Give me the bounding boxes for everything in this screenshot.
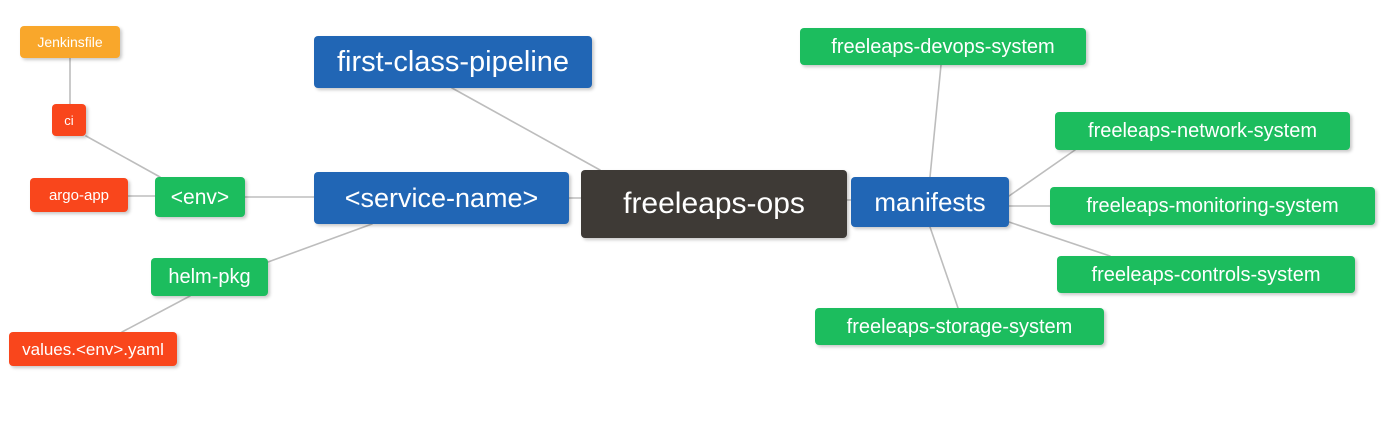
mindmap-node-freeleaps-ops[interactable]: freeleaps-ops: [581, 170, 847, 238]
mindmap-node-label-freeleaps-ops: freeleaps-ops: [623, 187, 805, 220]
mindmap-node-jenkinsfile[interactable]: Jenkinsfile: [20, 26, 120, 58]
mindmap-node-label-first-class-pipeline: first-class-pipeline: [336, 45, 570, 78]
edge-manifests-storage: [929, 226, 959, 309]
edge-manifests-devops: [929, 64, 942, 178]
mindmap-node-label-values-yaml: values.<env>.yaml: [22, 339, 164, 359]
mindmap-node-label-argo-app: argo-app: [48, 186, 110, 204]
mindmap-node-freeleaps-devops-system[interactable]: freeleaps-devops-system: [800, 28, 1086, 65]
mindmap-node-label-ci: ci: [64, 112, 74, 128]
mindmap-node-first-class-pipeline[interactable]: first-class-pipeline: [314, 36, 592, 88]
mindmap-node-label-helm-pkg: helm-pkg: [168, 266, 251, 288]
mindmap-node-label-env: <env>: [170, 185, 230, 209]
mindmap-node-label-freeleaps-network-system: freeleaps-network-system: [1088, 120, 1317, 142]
mindmap-node-label-freeleaps-storage-system: freeleaps-storage-system: [846, 315, 1073, 338]
mindmap-node-helm-pkg[interactable]: helm-pkg: [151, 258, 268, 296]
mindmap-node-ci[interactable]: ci: [52, 104, 86, 136]
edge-helmpkg-servicename: [267, 223, 373, 263]
mindmap-node-freeleaps-monitoring-system[interactable]: freeleaps-monitoring-system: [1050, 187, 1375, 225]
edge-valuesyaml-helmpkg: [121, 295, 191, 333]
mindmap-node-label-service-name: <service-name>: [344, 182, 539, 213]
edge-firstclass-ops: [451, 87, 601, 171]
mindmap-node-label-freeleaps-devops-system: freeleaps-devops-system: [831, 35, 1055, 58]
mindmap-node-argo-app[interactable]: argo-app: [30, 178, 128, 212]
mindmap-node-label-freeleaps-monitoring-system: freeleaps-monitoring-system: [1086, 195, 1339, 217]
mindmap-node-manifests[interactable]: manifests: [851, 177, 1009, 227]
mindmap-node-label-manifests: manifests: [874, 187, 986, 217]
mindmap-node-label-freeleaps-controls-system: freeleaps-controls-system: [1091, 263, 1321, 286]
edge-manifests-controls: [1008, 221, 1111, 257]
mindmap-node-env[interactable]: <env>: [155, 177, 245, 217]
mindmap-node-values-yaml[interactable]: values.<env>.yaml: [9, 332, 177, 366]
mindmap-node-label-jenkinsfile: Jenkinsfile: [37, 34, 103, 50]
mindmap-node-freeleaps-network-system[interactable]: freeleaps-network-system: [1055, 112, 1350, 150]
mindmap-node-service-name[interactable]: <service-name>: [314, 172, 569, 224]
mindmap-node-freeleaps-storage-system[interactable]: freeleaps-storage-system: [815, 308, 1104, 345]
edge-ci-env: [85, 135, 161, 178]
mindmap-node-freeleaps-controls-system[interactable]: freeleaps-controls-system: [1057, 256, 1355, 293]
